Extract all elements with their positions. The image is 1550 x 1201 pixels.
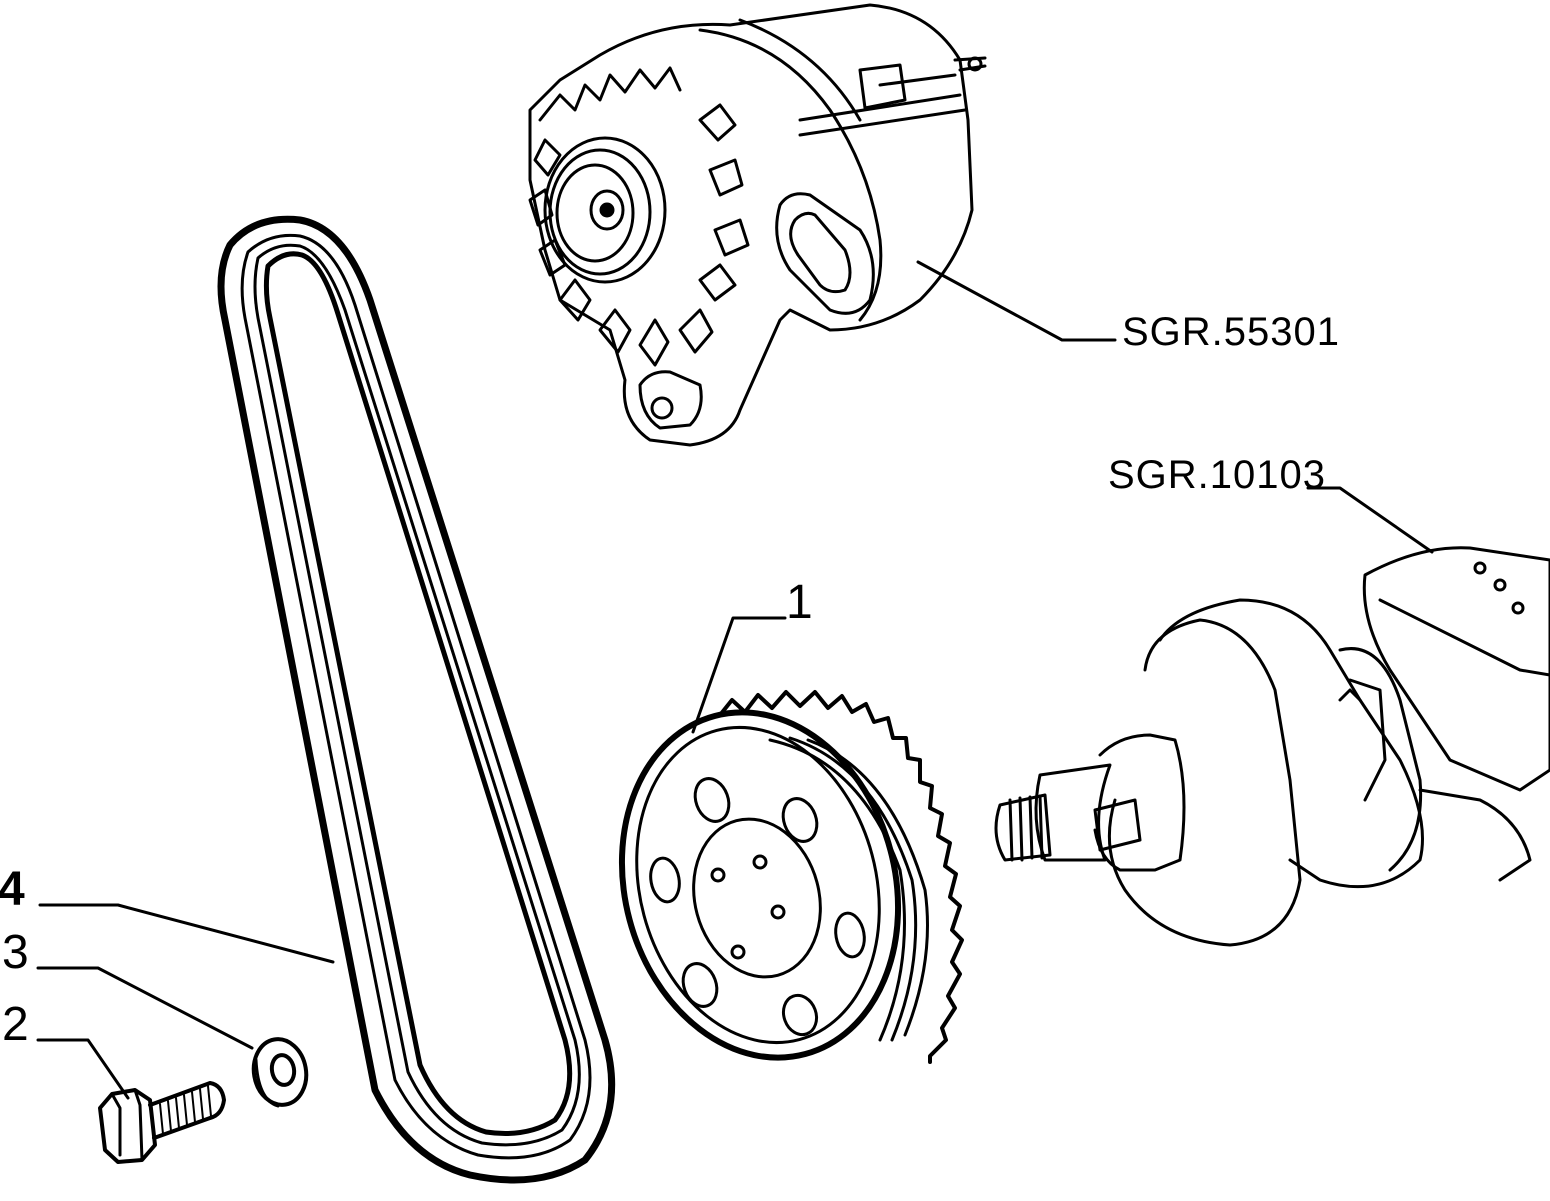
part-number-2: 2 bbox=[2, 998, 29, 1051]
washer-drawing bbox=[251, 1037, 309, 1108]
crank-pulley-drawing bbox=[618, 690, 964, 1064]
leader-line-part-2 bbox=[36, 1038, 130, 1100]
crankshaft-drawing bbox=[994, 546, 1550, 947]
part-number-3: 3 bbox=[2, 926, 29, 979]
alternator-drawing bbox=[528, 3, 987, 447]
part-number-1: 1 bbox=[786, 576, 813, 629]
poly-v-belt-drawing bbox=[217, 215, 616, 1184]
leader-line-part-1 bbox=[691, 616, 787, 734]
leader-line-part-4 bbox=[38, 903, 335, 964]
leader-line-part-3 bbox=[36, 966, 254, 1050]
leader-lines bbox=[36, 260, 1434, 1100]
leader-line-alternator bbox=[916, 260, 1117, 342]
part-number-4: 4 bbox=[0, 863, 25, 916]
leader-line-crankshaft bbox=[1306, 486, 1434, 554]
crankshaft-reference-label: SGR.10103 bbox=[1108, 453, 1326, 497]
alternator-reference-label: SGR.55301 bbox=[1122, 310, 1340, 354]
bolt-drawing bbox=[98, 1081, 226, 1164]
